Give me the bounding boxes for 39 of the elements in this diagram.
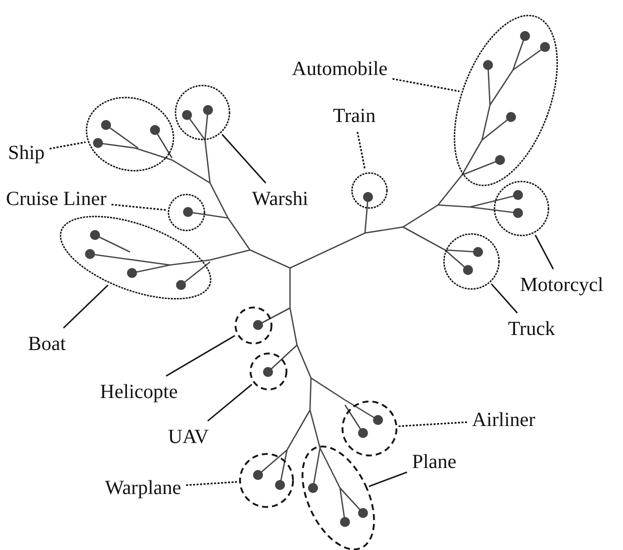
leader-line (368, 472, 408, 488)
category-label: Warplane (105, 477, 182, 499)
category-label: Automobile (292, 58, 388, 80)
dashed-circle-outline (248, 352, 288, 390)
leader-line (222, 134, 266, 184)
leader-line (62, 284, 108, 328)
category-label: Cruise Liner (6, 188, 107, 210)
leader-line (50, 141, 86, 150)
leader-line (186, 481, 238, 486)
leader-line (490, 283, 518, 314)
category-label: Motorcycl (520, 274, 604, 296)
leader-line (392, 78, 460, 92)
ellipse-outline (453, 14, 559, 186)
category-label: Helicopte (100, 381, 178, 403)
ellipse-outline (59, 215, 213, 301)
category-label: Ship (8, 142, 45, 164)
circle-outline (350, 170, 388, 210)
ellipse-outline (84, 96, 175, 172)
dashed-ellipse-outline (300, 445, 376, 550)
circle-outline (494, 178, 548, 238)
leader-line (111, 204, 166, 211)
circle-outline (444, 230, 498, 292)
category-label: Boat (28, 333, 66, 355)
category-label: UAV (168, 426, 209, 448)
circle-outline (174, 82, 230, 142)
circle-outline (168, 192, 204, 232)
dashed-circle-outline (234, 306, 272, 344)
category-label: Truck (508, 318, 556, 340)
leader-line (534, 234, 554, 270)
category-label: Train (333, 105, 376, 127)
dashed-circle-outline (240, 450, 292, 510)
category-label: Airliner (472, 409, 536, 431)
leader-line (356, 132, 366, 170)
dashed-circle-outline (342, 398, 396, 458)
category-label: Warshi (252, 188, 308, 210)
leader-line (207, 384, 252, 422)
leader-line (398, 421, 468, 428)
leader-line (166, 335, 236, 377)
category-label: Plane (412, 451, 456, 473)
